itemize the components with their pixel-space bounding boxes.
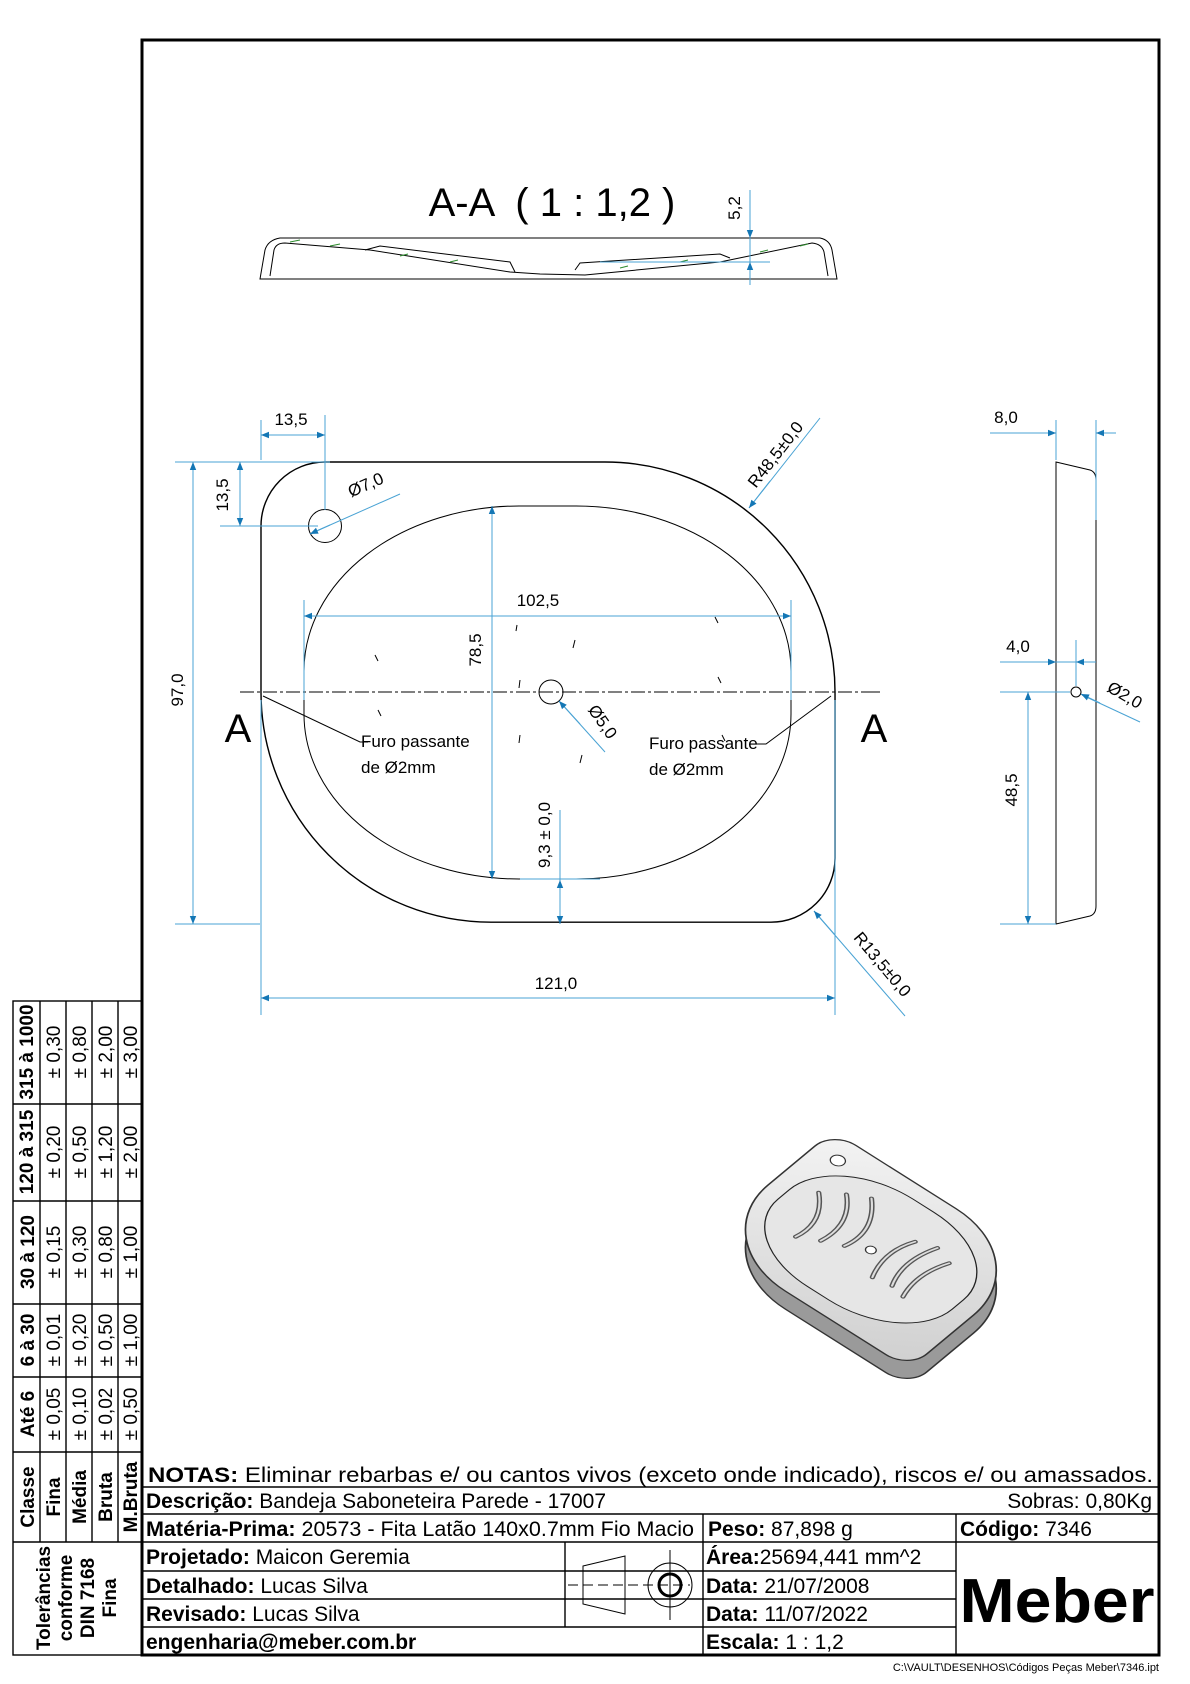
file-path: C:\VAULT\DESENHOS\Códigos Peças Meber\73… [893,1662,1159,1674]
tol-value: ± 2,00 [96,1026,117,1079]
section-mark-right: A [861,707,888,751]
tol-value: ± 0,20 [44,1126,65,1179]
dim-side-hole-height: 48,5 [1002,773,1021,806]
dim-side-hole-diameter: Ø2,0 [1104,678,1145,713]
side-view: 8,0 4,0 Ø2,0 48,5 [990,408,1145,925]
tol-value: ± 0,10 [70,1388,91,1441]
scale: Escala: 1 : 1,2 [706,1631,844,1654]
dim-side-thickness: 8,0 [994,408,1018,427]
tol-value: ± 0,02 [96,1388,117,1441]
tol-class-label: Fina [44,1477,65,1516]
revised-date: Data: 11/07/2022 [706,1603,868,1626]
tol-value: ± 1,20 [96,1126,117,1179]
dim-bottom-margin: 9,3 ± 0,0 [535,802,554,868]
title-block: NOTAS: Eliminar rebarbas e/ ou cantos vi… [142,1464,1159,1655]
tol-class-label: M.Bruta [121,1461,142,1532]
tol-value: ± 0,80 [96,1226,117,1279]
weight: Peso: 87,898 g [708,1518,853,1541]
designed-by: Projetado: Maicon Geremia [146,1546,410,1569]
dim-hole-diameter: Ø7,0 [345,469,386,501]
dim-total-width: 121,0 [535,974,578,993]
dim-total-height: 97,0 [168,673,187,706]
tol-class-label: Média [70,1470,91,1524]
description: Descrição: Bandeja Saboneteira Parede - … [146,1490,606,1513]
dim-section-height: 5,2 [725,196,744,220]
created-date: Data: 21/07/2008 [706,1575,869,1598]
company-logo: Meber [960,1567,1155,1636]
tol-value: ± 0,30 [44,1026,65,1079]
dim-large-radius: R48,5±0,0 [744,418,807,491]
dim-center-hole: Ø5,0 [584,701,621,742]
section-mark-left: A [225,707,252,751]
tol-range: 6 à 30 [18,1314,39,1367]
dim-inner-height: 78,5 [466,633,485,666]
tol-value: ± 0,50 [121,1388,142,1441]
projection-symbol-icon [568,1550,693,1620]
tol-value: ± 3,00 [121,1026,142,1079]
isometric-view [701,1129,1040,1389]
note-left-line2: de Ø2mm [361,758,436,777]
note-right-line1: Furo passante [649,734,758,753]
tol-class-label: Bruta [96,1472,117,1522]
tol-value: ± 0,30 [70,1226,91,1279]
tol-range: 30 à 120 [18,1215,39,1289]
sheet-frame [140,38,1161,1657]
tol-footer: Fina [100,1578,121,1617]
tol-footer: Tolerâncias [34,1546,55,1650]
tol-footer: conforme [56,1555,77,1642]
section-view: A-A ( 1 : 1,2 ) 5,2 [259,181,838,285]
dim-side-hole-offset: 4,0 [1006,637,1030,656]
tol-footer: DIN 7168 [78,1558,99,1638]
tol-value: ± 0,80 [70,1026,91,1079]
tol-value: ± 0,50 [96,1314,117,1367]
tol-header-class: Classe [18,1466,39,1527]
tol-value: ± 0,05 [44,1388,65,1441]
dim-hole-y: 13,5 [213,478,232,511]
revised-by: Revisado: Lucas Silva [146,1603,360,1626]
area: Área:25694,441 mm^2 [706,1546,921,1569]
dim-hole-x: 13,5 [274,410,307,429]
scrap: Sobras: 0,80Kg [1007,1490,1152,1513]
detailed-by: Detalhado: Lucas Silva [146,1575,368,1598]
tolerance-table: Classe Até 6 6 à 30 30 à 120 120 à 315 3… [12,1000,143,1656]
material: Matéria-Prima: 20573 - Fita Latão 140x0.… [146,1518,694,1541]
note-right-line2: de Ø2mm [649,760,724,779]
tol-range: Até 6 [18,1391,39,1437]
tol-value: ± 0,50 [70,1126,91,1179]
dim-inner-width: 102,5 [517,591,560,610]
tol-value: ± 2,00 [121,1126,142,1179]
section-title: A-A ( 1 : 1,2 ) [429,181,676,225]
tol-range: 120 à 315 [17,1109,38,1194]
tol-range: 315 à 1000 [17,1004,38,1099]
tol-value: ± 1,00 [121,1314,142,1367]
notes: NOTAS: Eliminar rebarbas e/ ou cantos vi… [148,1464,1153,1487]
tol-value: ± 0,20 [70,1314,91,1367]
tol-value: ± 1,00 [121,1226,142,1279]
email: engenharia@meber.com.br [146,1631,416,1654]
tol-value: ± 0,15 [44,1226,65,1279]
code: Código: 7346 [960,1518,1092,1541]
front-view: A A 13,5 13,5 Ø7,0 97,0 102,5 78,5 9,3 ±… [168,410,915,1017]
tol-value: ± 0,01 [44,1314,65,1367]
note-left-line1: Furo passante [361,732,470,751]
